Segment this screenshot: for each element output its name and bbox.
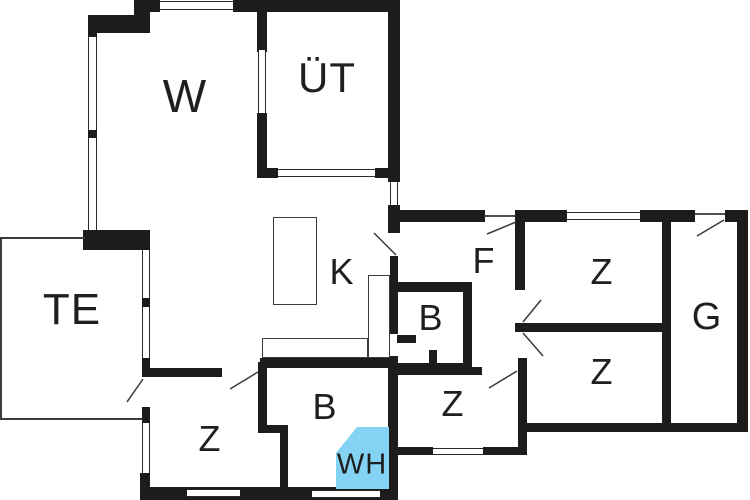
room-label-z-middle: Z bbox=[441, 383, 465, 424]
wall-segment bbox=[280, 425, 288, 500]
wall-segment bbox=[483, 447, 527, 455]
room-label-z-bottom-left: Z bbox=[198, 418, 222, 459]
room-label-g: G bbox=[691, 296, 723, 338]
wall-segment bbox=[142, 407, 150, 423]
window bbox=[567, 212, 640, 220]
kitchen-counter bbox=[368, 275, 390, 358]
door-swing bbox=[488, 370, 518, 389]
terrace-line bbox=[0, 418, 144, 420]
door-swing bbox=[486, 221, 517, 235]
window bbox=[187, 489, 240, 497]
room-label-wh: WH bbox=[336, 448, 388, 481]
room-label-z-top-right: Z bbox=[590, 251, 614, 292]
wall-segment bbox=[83, 230, 150, 250]
window bbox=[142, 423, 150, 473]
terrace-line bbox=[0, 237, 2, 420]
wall-segment bbox=[88, 30, 97, 37]
room-label-w: W bbox=[162, 70, 208, 122]
wall-segment bbox=[257, 0, 267, 52]
wall-segment bbox=[397, 335, 416, 343]
window bbox=[142, 307, 150, 358]
kitchen-counter bbox=[262, 338, 368, 358]
wall-segment bbox=[134, 0, 160, 12]
window bbox=[142, 250, 150, 298]
window bbox=[390, 182, 398, 205]
wall-segment bbox=[390, 210, 485, 222]
room-label-te: TE bbox=[42, 285, 102, 334]
window bbox=[433, 448, 483, 455]
window bbox=[312, 490, 380, 498]
kitchen-counter bbox=[273, 217, 317, 305]
window bbox=[160, 1, 233, 10]
wall-segment bbox=[260, 358, 398, 368]
door-swing bbox=[522, 299, 542, 323]
wall-segment bbox=[515, 210, 567, 222]
window bbox=[88, 37, 97, 130]
door-swing bbox=[126, 378, 144, 403]
door-swing bbox=[229, 371, 259, 390]
wall-segment bbox=[142, 358, 150, 377]
wall-segment bbox=[140, 473, 150, 500]
wall-segment bbox=[148, 368, 222, 377]
wall-segment bbox=[390, 256, 398, 334]
room-label-b-wing: B bbox=[418, 297, 444, 338]
wall-segment bbox=[375, 168, 400, 178]
wall-segment bbox=[88, 130, 97, 138]
wall-segment bbox=[88, 15, 150, 33]
wall-segment bbox=[662, 210, 671, 432]
wall-segment bbox=[737, 210, 748, 432]
room-label-f: F bbox=[472, 240, 496, 281]
door-swing bbox=[696, 219, 725, 237]
wall-segment bbox=[257, 113, 267, 178]
terrace-line bbox=[0, 237, 85, 239]
room-label-ut: ÜT bbox=[298, 54, 356, 101]
door-swing bbox=[522, 332, 544, 357]
wall-segment bbox=[388, 447, 433, 455]
wall-segment bbox=[388, 362, 398, 500]
door-leaf bbox=[695, 213, 725, 215]
wall-segment bbox=[258, 425, 288, 433]
wall-segment bbox=[257, 168, 278, 178]
door-leaf bbox=[485, 215, 515, 217]
window bbox=[258, 50, 266, 115]
door-swing bbox=[373, 232, 397, 256]
wall-segment bbox=[463, 282, 472, 373]
room-label-z-bottom-right: Z bbox=[590, 351, 614, 392]
wall-segment bbox=[258, 362, 267, 433]
wall-segment bbox=[429, 350, 437, 363]
wall-segment bbox=[518, 423, 748, 432]
wall-segment bbox=[393, 363, 472, 373]
room-label-k: K bbox=[329, 251, 355, 292]
wall-segment bbox=[388, 0, 400, 182]
wall-segment bbox=[142, 298, 150, 307]
wall-segment bbox=[267, 0, 388, 12]
wall-segment bbox=[515, 323, 662, 332]
wall-segment bbox=[515, 222, 525, 290]
room-label-b-bottom: B bbox=[312, 386, 338, 427]
wall-segment bbox=[393, 282, 472, 292]
window bbox=[88, 138, 97, 230]
wall-segment bbox=[518, 358, 527, 455]
window bbox=[278, 169, 375, 177]
